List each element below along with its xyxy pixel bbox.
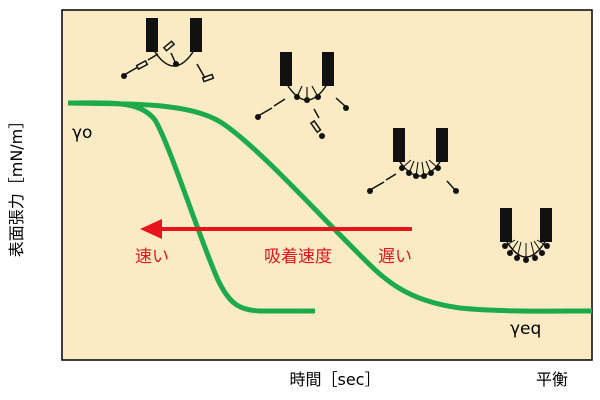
fast-label: 速い	[135, 247, 169, 267]
slow-adsorption-curve	[67, 100, 593, 314]
gamma-eq-label: γeq	[510, 319, 541, 339]
bubble-probe-equilibrium-icon	[500, 208, 552, 263]
adsorption-speed-arrowhead	[140, 219, 162, 239]
adsorption-speed-label: 吸着速度	[264, 247, 332, 267]
x-axis-label: 時間［sec］	[290, 370, 381, 389]
bubble-probe-stage-3-icon	[367, 128, 459, 194]
x-axis-end-label: 平衡	[536, 370, 568, 389]
y-axis-label: 表面張力［mN/m］	[7, 113, 26, 258]
bubble-probe-stage-1-icon	[121, 18, 215, 83]
bubble-probe-stage-2-icon	[255, 52, 349, 139]
gamma-zero-label: γo	[72, 123, 92, 143]
slow-label: 遅い	[378, 247, 412, 267]
